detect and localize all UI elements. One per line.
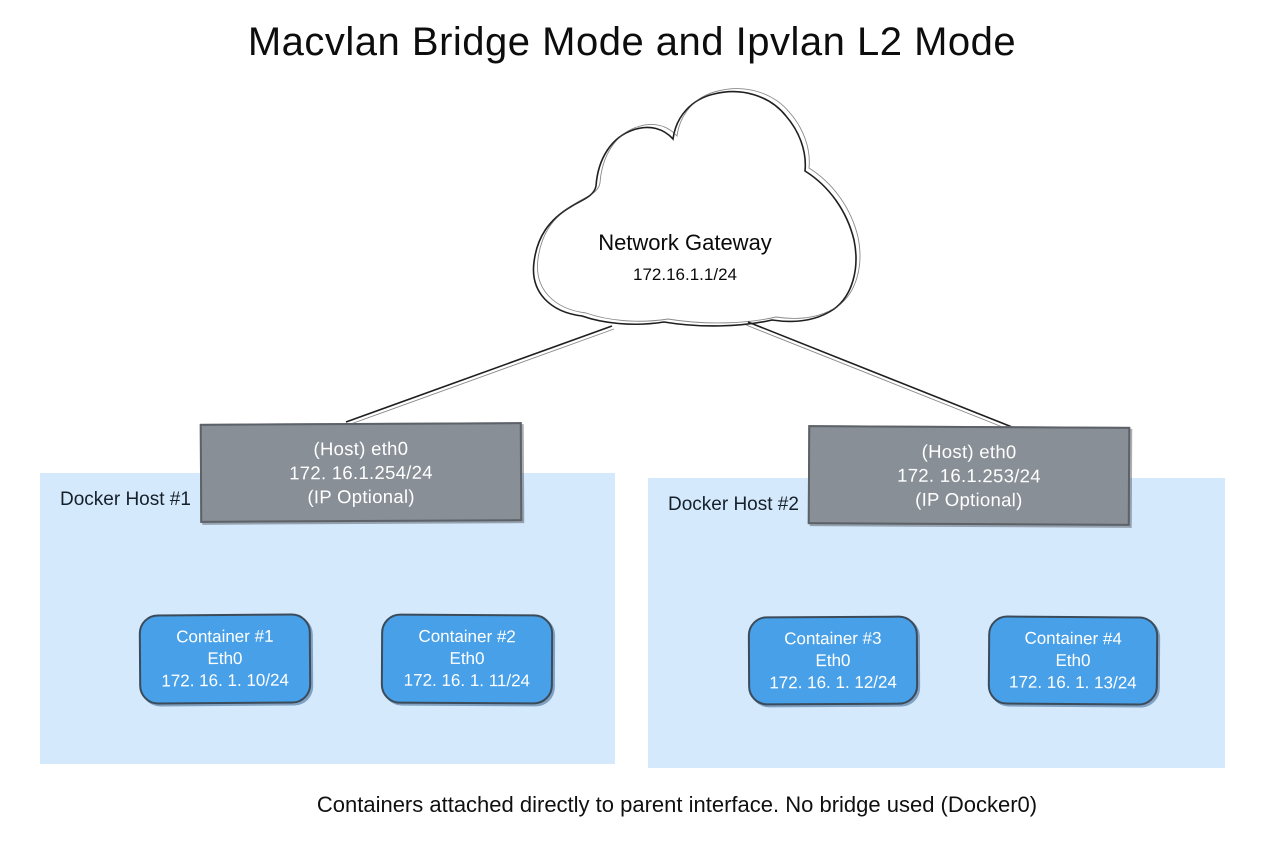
diagram-title: Macvlan Bridge Mode and Ipvlan L2 Mode xyxy=(247,20,1017,64)
host1-eth0-line3: (IP Optional) xyxy=(307,485,415,507)
link-cloud-host1 xyxy=(345,325,615,426)
host2-eth0-line2: 172. 16.1.253/24 xyxy=(897,464,1041,486)
container-3-name: Container #3 xyxy=(784,628,882,648)
diagram-caption: Containers attached directly to parent i… xyxy=(316,792,1038,817)
network-gateway-cloud-icon xyxy=(532,88,861,327)
container-1-name: Container #1 xyxy=(176,626,274,647)
network-gateway-node: Network Gateway 172.16.1.1/24 xyxy=(535,230,835,285)
container-3-ip: 172. 16. 1. 12/24 xyxy=(769,672,897,692)
container-2-name: Container #2 xyxy=(418,626,516,647)
container-1-iface: Eth0 xyxy=(207,648,243,669)
container-2-iface: Eth0 xyxy=(449,648,485,669)
container-2-node: Container #2 Eth0 172. 16. 1. 11/24 xyxy=(380,613,554,705)
docker-host-1-label: Docker Host #1 xyxy=(60,489,191,510)
docker-host-2-label: Docker Host #2 xyxy=(668,494,799,515)
host2-eth0-box: (Host) eth0 172. 16.1.253/24 (IP Optiona… xyxy=(807,425,1131,526)
container-3-node: Container #3 Eth0 172. 16. 1. 12/24 xyxy=(747,615,919,706)
container-1-node: Container #1 Eth0 172. 16. 1. 10/24 xyxy=(138,613,312,705)
host1-eth0-line1: (Host) eth0 xyxy=(313,437,409,459)
host1-eth0-box: (Host) eth0 172. 16.1.254/24 (IP Optiona… xyxy=(199,422,523,523)
host2-eth0-line1: (Host) eth0 xyxy=(921,440,1017,462)
container-1-ip: 172. 16. 1. 10/24 xyxy=(161,670,290,691)
container-2-ip: 172. 16. 1. 11/24 xyxy=(403,670,531,691)
gateway-name: Network Gateway xyxy=(598,230,772,255)
container-4-node: Container #4 Eth0 172. 16. 1. 13/24 xyxy=(987,615,1159,706)
host2-eth0-line3: (IP Optional) xyxy=(915,488,1023,510)
container-4-ip: 172. 16. 1. 13/24 xyxy=(1008,672,1137,692)
container-4-iface: Eth0 xyxy=(1055,650,1091,670)
host1-eth0-line2: 172. 16.1.254/24 xyxy=(289,461,433,483)
container-3-iface: Eth0 xyxy=(815,650,851,670)
link-cloud-host2 xyxy=(745,321,1013,431)
container-4-name: Container #4 xyxy=(1024,628,1122,648)
gateway-ip: 172.16.1.1/24 xyxy=(633,265,737,284)
